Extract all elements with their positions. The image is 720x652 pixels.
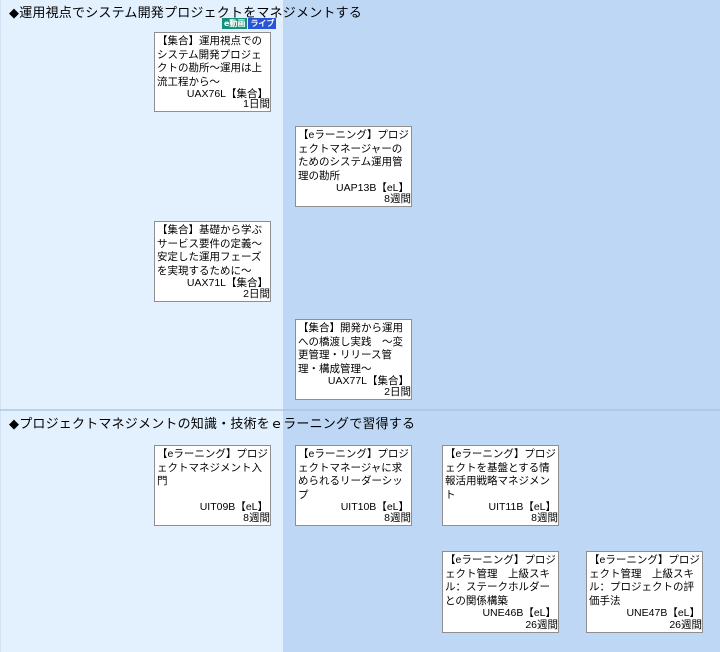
course-title: 【eラーニング】プロジェクトマネージャーのためのシステム運用管理の勘所	[298, 129, 409, 182]
course-title: 【集合】運用視点でのシステム開発プロジェクトの勘所～運用は上流工程から～	[157, 35, 262, 88]
course-duration: 8週間	[384, 511, 411, 524]
course-duration: 2日間	[243, 287, 270, 300]
course-code: UNE47B【eL】	[626, 607, 700, 619]
course-duration: 8週間	[384, 192, 411, 205]
course-code: UIT10B【eL】	[340, 501, 409, 513]
course-card-uax76l[interactable]: 【集合】運用視点でのシステム開発プロジェクトの勘所～運用は上流工程から～ UAX…	[154, 32, 271, 112]
course-title: 【eラーニング】プロジェクト管理 上級スキル：プロジェクトの評価手法	[589, 554, 700, 607]
course-title: 【eラーニング】プロジェクト管理 上級スキル：ステークホルダーとの関係構築	[445, 554, 556, 607]
course-card-une47b[interactable]: 【eラーニング】プロジェクト管理 上級スキル：プロジェクトの評価手法 UNE47…	[586, 551, 703, 633]
course-duration: 26週間	[669, 618, 702, 631]
course-title: 【集合】基礎から学ぶサービス要件の定義～安定した運用フェーズを実現するために～	[157, 224, 262, 277]
course-code: UAP13B【eL】	[336, 182, 409, 194]
live-badge: ライブ	[248, 18, 277, 29]
e-video-badge: e動画	[222, 18, 248, 29]
course-code: UIT11B【eL】	[488, 501, 557, 513]
course-card-uit10b[interactable]: 【eラーニング】プロジェクトマネージャに求められるリーダーシップ UIT10B【…	[295, 445, 412, 526]
section-title-operations: ◆運用視点でシステム開発プロジェクトをマネジメントする	[9, 6, 363, 21]
course-title: 【eラーニング】プロジェクトマネジメント入門	[157, 448, 268, 487]
course-code: UNE46B【eL】	[482, 607, 556, 619]
course-code: UIT09B【eL】	[199, 501, 268, 513]
course-card-une46b[interactable]: 【eラーニング】プロジェクト管理 上級スキル：ステークホルダーとの関係構築 UN…	[442, 551, 559, 633]
course-code: UAX77L【集合】	[327, 375, 409, 387]
course-card-uax77l[interactable]: 【集合】開発から運用への橋渡し実践 ～変更管理・リリース管理・構成管理～ UAX…	[295, 319, 412, 400]
section-title-elearning: ◆プロジェクトマネジメントの知識・技術をｅラーニングで習得する	[9, 417, 416, 432]
course-code: UAX71L【集合】	[186, 277, 268, 289]
course-duration: 26週間	[525, 618, 558, 631]
course-title: 【集合】開発から運用への橋渡し実践 ～変更管理・リリース管理・構成管理～	[298, 322, 403, 375]
course-badges: e動画 ライブ	[222, 18, 277, 29]
course-card-uit09b[interactable]: 【eラーニング】プロジェクトマネジメント入門 UIT09B【eL】 8週間	[154, 445, 271, 526]
course-duration: 1日間	[243, 97, 270, 110]
course-title: 【eラーニング】プロジェクトマネージャに求められるリーダーシップ	[298, 448, 409, 501]
course-code: UAX76L【集合】	[186, 88, 268, 100]
course-card-uit11b[interactable]: 【eラーニング】プロジェクトを基盤とする情報活用戦略マネジメント UIT11B【…	[442, 445, 559, 526]
course-duration: 2日間	[384, 385, 411, 398]
course-duration: 8週間	[243, 511, 270, 524]
section-divider	[0, 409, 720, 411]
course-duration: 8週間	[531, 511, 558, 524]
course-card-uax71l[interactable]: 【集合】基礎から学ぶサービス要件の定義～安定した運用フェーズを実現するために～ …	[154, 221, 271, 302]
course-title: 【eラーニング】プロジェクトを基盤とする情報活用戦略マネジメント	[445, 448, 556, 501]
course-card-uap13b[interactable]: 【eラーニング】プロジェクトマネージャーのためのシステム運用管理の勘所 UAP1…	[295, 126, 412, 207]
